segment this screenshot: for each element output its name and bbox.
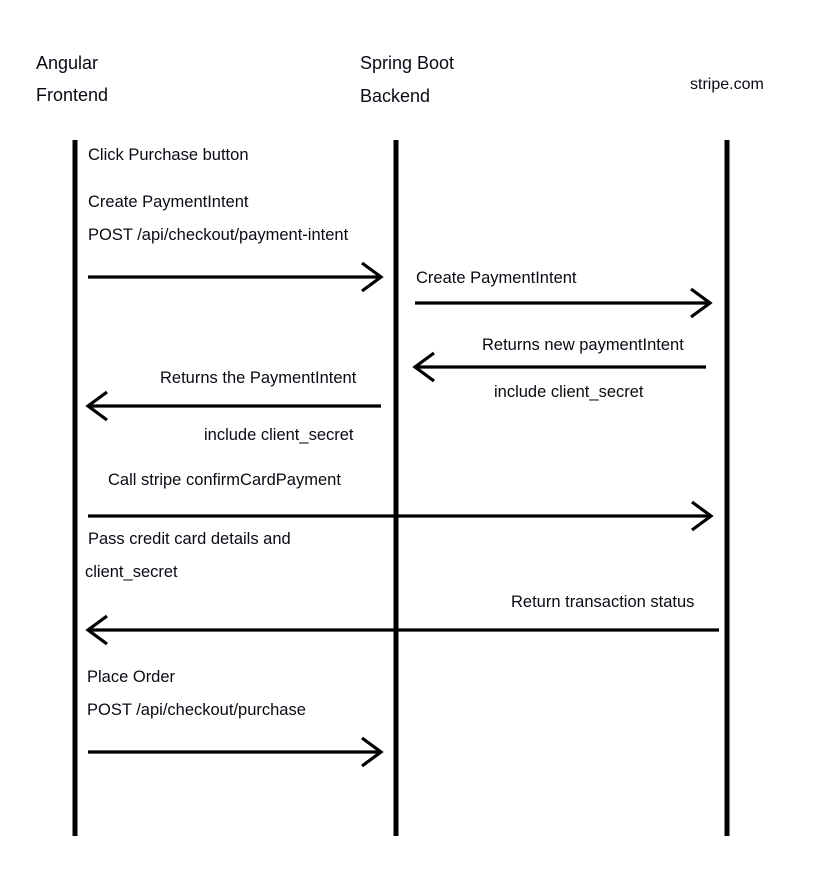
message-arrow-m1 (88, 261, 384, 293)
arrow-head-right (361, 736, 384, 768)
message-arrow-m5 (88, 500, 714, 532)
diagram-text-t2: Frontend (36, 85, 109, 105)
arrow-head-left (412, 351, 435, 383)
arrow-head-left (85, 390, 108, 422)
diagram-text-t5: stripe.com (690, 76, 764, 93)
diagram-text-t18: Place Order (87, 668, 176, 686)
message-arrow-m6 (85, 614, 719, 646)
lifeline-angular (72, 140, 78, 836)
diagram-text-t7: Create PaymentIntent (88, 193, 249, 211)
diagram-text-t19: POST /api/checkout/purchase (87, 701, 306, 719)
diagram-text-t15: Pass credit card details and (88, 530, 291, 548)
diagram-text-t9: Create PaymentIntent (416, 269, 577, 287)
diagram-text-t3: Spring Boot (360, 53, 455, 73)
message-arrow-m3 (412, 351, 706, 383)
diagram-text-t12: Returns the PaymentIntent (160, 369, 357, 387)
arrow-head-right (691, 500, 714, 532)
diagram-text-t4: Backend (360, 86, 431, 106)
diagram-text-t10: Returns new paymentIntent (482, 336, 684, 354)
arrow-head-right (690, 287, 713, 319)
diagram-text-t14: Call stripe confirmCardPayment (108, 471, 341, 489)
diagram-text-t6: Click Purchase button (88, 146, 249, 164)
diagram-text-t16: client_secret (85, 563, 178, 581)
message-arrow-m7 (88, 736, 384, 768)
arrow-head-right (361, 261, 384, 293)
diagram-text-t11: include client_secret (494, 383, 644, 401)
diagram-text-t13: include client_secret (204, 426, 354, 444)
message-arrow-m2 (415, 287, 713, 319)
diagram-text-t1: Angular (36, 53, 99, 73)
diagram-text-t17: Return transaction status (511, 593, 695, 611)
arrow-head-left (85, 614, 108, 646)
lifeline-stripe (724, 140, 730, 836)
message-arrow-m4 (85, 390, 381, 422)
lifeline-springboot (393, 140, 399, 836)
diagram-text-t8: POST /api/checkout/payment-intent (88, 226, 349, 244)
